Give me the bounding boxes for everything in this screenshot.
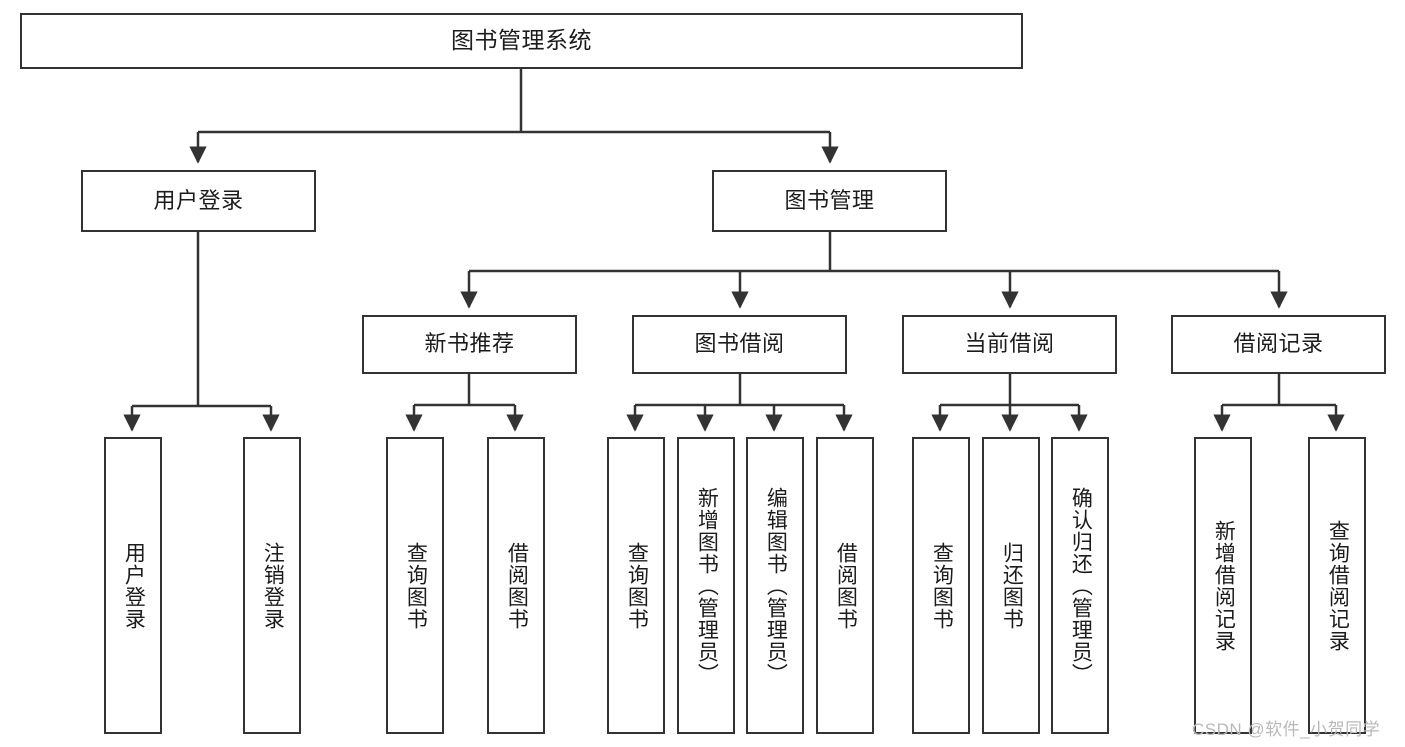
leaf-return-book-label: 归还图书 [1000, 541, 1024, 630]
node-current-borrow-label: 当前借阅 [964, 331, 1055, 357]
node-root-label: 图书管理系统 [451, 27, 592, 54]
node-borrow-record[interactable]: 借阅记录 [1171, 315, 1386, 374]
node-new-book-recommend[interactable]: 新书推荐 [362, 315, 577, 374]
leaf-logout-login[interactable]: 注销登录 [243, 437, 301, 734]
leaf-confirm-return-label: 确认归还（管理员） [1069, 486, 1093, 685]
leaf-add-book[interactable]: 新增图书（管理员） [677, 437, 735, 734]
leaf-user-login[interactable]: 用户登录 [104, 437, 162, 734]
leaf-borrow-book-2-label: 借阅图书 [834, 541, 858, 630]
leaf-query-book-2[interactable]: 查询图书 [607, 437, 665, 734]
leaf-query-book-3-label: 查询图书 [930, 541, 954, 630]
node-user-login[interactable]: 用户登录 [81, 170, 316, 232]
leaf-query-book-1-label: 查询图书 [404, 541, 428, 630]
node-book-management-label: 图书管理 [784, 187, 875, 213]
node-borrow-record-label: 借阅记录 [1233, 331, 1324, 357]
node-current-borrow[interactable]: 当前借阅 [902, 315, 1117, 374]
node-new-book-recommend-label: 新书推荐 [424, 331, 515, 357]
leaf-edit-book-label: 编辑图书（管理员） [764, 486, 788, 685]
node-root[interactable]: 图书管理系统 [20, 13, 1023, 69]
node-user-login-label: 用户登录 [153, 187, 244, 213]
leaf-borrow-book-1-label: 借阅图书 [505, 541, 529, 630]
leaf-query-record[interactable]: 查询借阅记录 [1308, 437, 1366, 734]
leaf-query-book-2-label: 查询图书 [625, 541, 649, 630]
leaf-logout-login-label: 注销登录 [261, 541, 285, 630]
leaf-add-record[interactable]: 新增借阅记录 [1194, 437, 1252, 734]
leaf-user-login-label: 用户登录 [122, 541, 146, 630]
leaf-confirm-return[interactable]: 确认归还（管理员） [1051, 437, 1109, 734]
leaf-add-record-label: 新增借阅记录 [1212, 519, 1236, 652]
node-book-management[interactable]: 图书管理 [712, 170, 947, 232]
leaf-borrow-book-2[interactable]: 借阅图书 [816, 437, 874, 734]
csdn-watermark: CSDN @软件_小贺同学 [1192, 720, 1381, 739]
leaf-add-book-label: 新增图书（管理员） [695, 486, 719, 685]
node-book-borrow-label: 图书借阅 [694, 331, 785, 357]
leaf-query-record-label: 查询借阅记录 [1326, 519, 1350, 652]
leaf-query-book-3[interactable]: 查询图书 [912, 437, 970, 734]
leaf-borrow-book-1[interactable]: 借阅图书 [487, 437, 545, 734]
leaf-return-book[interactable]: 归还图书 [982, 437, 1040, 734]
node-book-borrow[interactable]: 图书借阅 [632, 315, 847, 374]
leaf-edit-book[interactable]: 编辑图书（管理员） [746, 437, 804, 734]
leaf-query-book-1[interactable]: 查询图书 [386, 437, 444, 734]
